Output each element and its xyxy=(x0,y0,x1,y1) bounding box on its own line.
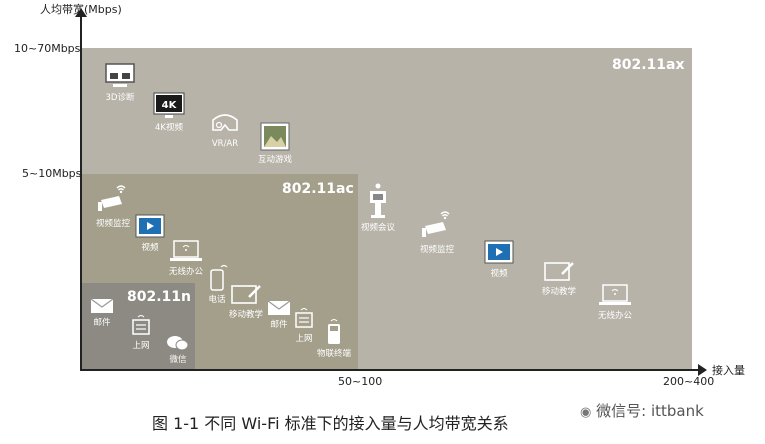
standard-label-n: 802.11n xyxy=(127,289,191,305)
app-label: 视频会议 xyxy=(360,223,395,233)
app-interactive-game: 互动游戏 xyxy=(247,122,303,165)
x-tick-label: 50~100 xyxy=(338,375,383,388)
y-axis-arrow-icon xyxy=(75,8,87,17)
web-browser-icon xyxy=(132,315,150,335)
game-screen-icon xyxy=(260,122,290,151)
app-label: 上网 xyxy=(295,334,313,344)
x-tick-label: 200~400 xyxy=(663,375,715,388)
mobile-phone-icon xyxy=(210,264,228,291)
app-email: 邮件 xyxy=(251,299,307,330)
laptop-wifi-icon xyxy=(599,284,631,305)
wechat-logo-icon: ◉ xyxy=(580,405,592,420)
security-camera-icon xyxy=(422,211,450,237)
video-conference-icon xyxy=(370,183,386,218)
video-player-icon xyxy=(135,214,165,238)
app-label: 微信 xyxy=(169,355,187,365)
app-wechat: 微信 xyxy=(150,334,206,365)
app-video-surveillance: 视频监控 xyxy=(85,180,141,229)
app-label: 4K视频 xyxy=(155,123,183,133)
app-wireless-office: 无线办公 xyxy=(158,240,214,277)
region-802-11n xyxy=(82,283,195,370)
app-label: 视频监控 xyxy=(419,245,454,255)
svg-text:4K: 4K xyxy=(162,100,178,111)
app-3d-diagnosis: 3D诊断 xyxy=(92,62,148,103)
app-internet: 上网 xyxy=(276,307,332,344)
app-vr-ar: VR/AR xyxy=(197,110,253,149)
app-4k-video: 4K 4K视频 xyxy=(141,92,197,133)
app-phone: 电话 xyxy=(189,264,245,305)
app-mobile-teaching-2: 移动教学 xyxy=(531,260,587,297)
y-axis xyxy=(80,14,82,371)
x-axis-title: 接入量 xyxy=(712,364,745,377)
3d-glasses-icon xyxy=(105,63,135,87)
app-label: 移动教学 xyxy=(541,287,576,297)
laptop-wifi-icon xyxy=(170,240,202,261)
envelope-icon xyxy=(267,300,291,315)
app-label: 无线办公 xyxy=(168,267,203,277)
x-axis-arrow-icon xyxy=(698,364,707,376)
standard-label-ax: 802.11ax xyxy=(612,57,685,73)
watermark: ◉ 微信号: ittbank xyxy=(580,400,704,421)
envelope-icon xyxy=(90,298,114,313)
x-axis xyxy=(80,369,700,371)
wechat-icon xyxy=(167,336,189,351)
standard-label-ac: 802.11ac xyxy=(282,181,354,197)
4k-tv-icon: 4K xyxy=(153,92,185,118)
app-label: 邮件 xyxy=(270,320,288,330)
app-label: 邮件 xyxy=(93,318,111,328)
app-internet-n: 上网 xyxy=(113,314,169,351)
app-video: 视频 xyxy=(122,214,178,253)
figure-caption: 图 1-1 不同 Wi-Fi 标准下的接入量与人均带宽关系 xyxy=(152,414,509,433)
vr-headset-icon xyxy=(212,114,238,131)
tablet-pen-icon xyxy=(231,285,261,304)
app-email-n: 邮件 xyxy=(74,297,130,328)
app-label: 视频 xyxy=(141,243,159,253)
app-video-surveillance-2: 视频监控 xyxy=(409,206,465,255)
iot-meter-icon xyxy=(328,319,340,344)
app-label: 移动教学 xyxy=(228,310,263,320)
y-axis-title: 人均带宽(Mbps) xyxy=(40,3,122,16)
app-label: 视频 xyxy=(490,269,508,279)
app-label: 无线办公 xyxy=(597,311,632,321)
y-tick-label: 5~10Mbps xyxy=(22,167,82,180)
security-camera-icon xyxy=(98,185,126,211)
app-label: 电话 xyxy=(208,295,226,305)
y-tick-label: 10~70Mbps xyxy=(14,42,81,55)
app-label: 上网 xyxy=(132,341,150,351)
video-player-icon xyxy=(484,240,514,264)
app-label: VR/AR xyxy=(211,139,239,149)
app-label: 视频监控 xyxy=(95,219,130,229)
app-wireless-office-2: 无线办公 xyxy=(587,284,643,321)
app-label: 物联终端 xyxy=(316,349,351,359)
web-browser-icon xyxy=(295,308,313,328)
app-iot-terminal: 物联终端 xyxy=(306,318,362,359)
app-mobile-teaching: 移动教学 xyxy=(218,283,274,320)
app-video-conference: 视频会议 xyxy=(350,182,406,233)
tablet-pen-icon xyxy=(544,262,574,281)
app-label: 互动游戏 xyxy=(257,155,292,165)
watermark-text: 微信号: ittbank xyxy=(596,402,704,420)
app-label: 3D诊断 xyxy=(105,93,135,103)
app-video-2: 视频 xyxy=(471,240,527,279)
